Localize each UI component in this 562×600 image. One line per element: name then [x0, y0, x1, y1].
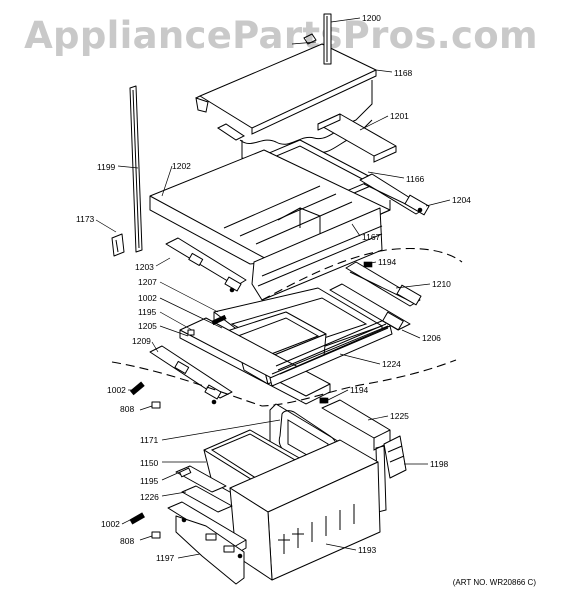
label-1206: 1206	[422, 333, 441, 343]
part-labels: 1200 1168 1201 1199 1202 1166 1204 1173 …	[76, 13, 471, 563]
slide-rail-right-middle	[329, 261, 422, 331]
label-808-lower: 808	[120, 536, 134, 546]
small-clip	[111, 233, 125, 257]
art-number: (ART NO. WR20866 C)	[452, 578, 536, 587]
label-1173: 1173	[76, 214, 95, 224]
label-1197: 1197	[156, 553, 175, 563]
label-1195-lower: 1195	[140, 476, 159, 486]
label-1202: 1202	[172, 161, 191, 171]
label-1207: 1207	[138, 277, 157, 287]
label-1203: 1203	[135, 262, 154, 272]
slide-rail-left-upper	[165, 237, 247, 293]
section-divider-lower	[111, 359, 457, 407]
watermark-logo: AppliancePartsPros.com	[24, 14, 538, 57]
section-divider-upper	[261, 247, 463, 301]
leader-lines	[95, 17, 451, 559]
label-1198: 1198	[430, 459, 449, 469]
label-1195-upper: 1195	[138, 307, 157, 317]
label-1167: 1167	[362, 232, 381, 242]
label-1002-upper: 1002	[138, 293, 157, 303]
drawer-slide-rail-right	[321, 399, 407, 513]
label-1193: 1193	[358, 545, 377, 555]
label-1002-middle: 1002	[107, 385, 126, 395]
label-1224: 1224	[382, 359, 401, 369]
label-1210: 1210	[432, 279, 451, 289]
label-1002-lower: 1002	[101, 519, 120, 529]
label-1150: 1150	[140, 458, 159, 468]
label-1205: 1205	[138, 321, 157, 331]
label-1194-upper: 1194	[378, 257, 397, 267]
label-1204: 1204	[452, 195, 471, 205]
meat-pan-frame	[179, 317, 393, 405]
crisper-cover-frame	[149, 149, 391, 301]
label-1166: 1166	[406, 174, 425, 184]
slide-rail-left-middle	[149, 345, 233, 405]
label-1171: 1171	[140, 435, 159, 445]
label-1209: 1209	[132, 336, 151, 346]
label-1225: 1225	[390, 411, 409, 421]
label-1226: 1226	[140, 492, 159, 502]
label-1168: 1168	[394, 68, 413, 78]
cover-support-frame	[317, 113, 397, 163]
drawer-slide-rail-left	[167, 501, 247, 585]
label-808-upper: 808	[120, 404, 134, 414]
cover-bar	[323, 13, 332, 65]
label-1194-lower: 1194	[350, 385, 369, 395]
long-side-bar	[129, 85, 143, 253]
slide-rail-right-upper	[359, 173, 430, 216]
rail-screws-lower	[129, 397, 327, 539]
label-1200: 1200	[362, 13, 381, 23]
label-1201: 1201	[390, 111, 409, 121]
label-1199: 1199	[97, 162, 116, 172]
